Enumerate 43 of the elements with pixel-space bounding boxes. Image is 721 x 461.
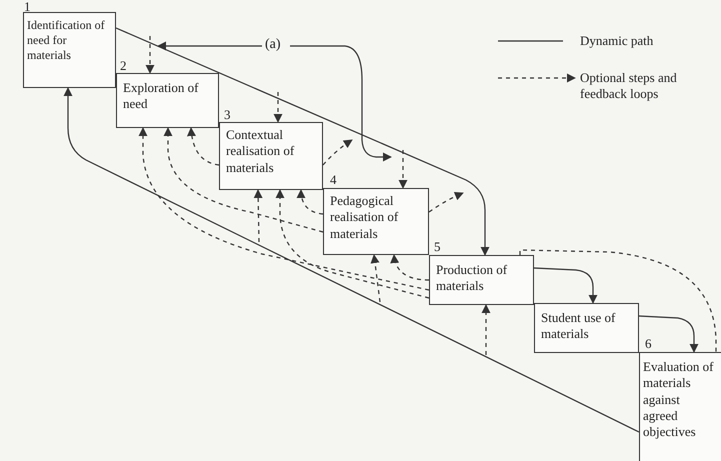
legend-text: Dynamic path: [580, 33, 654, 49]
process-box: [116, 73, 219, 128]
dashed-arrow: [398, 150, 408, 189]
step-label: Identification of need for materials: [27, 18, 105, 63]
legend-text: Optional steps and feedback loops: [580, 70, 678, 102]
step-number: 4: [330, 173, 336, 186]
arrow: [290, 45, 392, 162]
step-label: Evaluation of materials against agreed objectives: [643, 359, 714, 440]
process-box: [429, 255, 534, 305]
process-box: [639, 352, 721, 461]
step-label: Student use of materials: [541, 310, 616, 342]
dashed-arrow: [370, 254, 381, 302]
dashed-arrow: [322, 140, 353, 166]
dashed-line: [519, 249, 717, 352]
dashed-arrow: [482, 304, 490, 355]
arrow: [638, 315, 698, 353]
dashed-arrow: [138, 127, 430, 291]
step-number: 3: [224, 108, 230, 121]
dashed-arrow: [146, 36, 154, 74]
dashed-arrow: [428, 192, 464, 212]
dashed-arrow: [390, 254, 430, 281]
arrow: [157, 42, 262, 50]
step-number: 6: [645, 337, 652, 350]
dashed-arrow: [296, 189, 324, 215]
dashed-arrow: [187, 127, 220, 166]
arrow: [116, 27, 490, 256]
step-label: Pedagogical realisation of materials: [330, 193, 400, 242]
dashed-arrow: [274, 92, 282, 123]
dashed-arrow: [276, 189, 430, 299]
step-number: 1: [24, 0, 30, 13]
dashed-arrow: [254, 189, 263, 242]
step-label: Contextual realisation of materials: [226, 127, 296, 176]
arrow: [64, 87, 640, 433]
process-box: [534, 303, 639, 353]
step-number: 2: [120, 59, 126, 72]
step-label: Exploration of need: [123, 80, 200, 112]
step-label: Production of materials: [436, 262, 508, 294]
arrow: [534, 267, 598, 304]
process-box: [323, 188, 429, 255]
process-box: [219, 122, 323, 190]
process-box: [23, 12, 116, 88]
step-number: 5: [434, 240, 440, 253]
dashed-arrow: [164, 127, 324, 233]
